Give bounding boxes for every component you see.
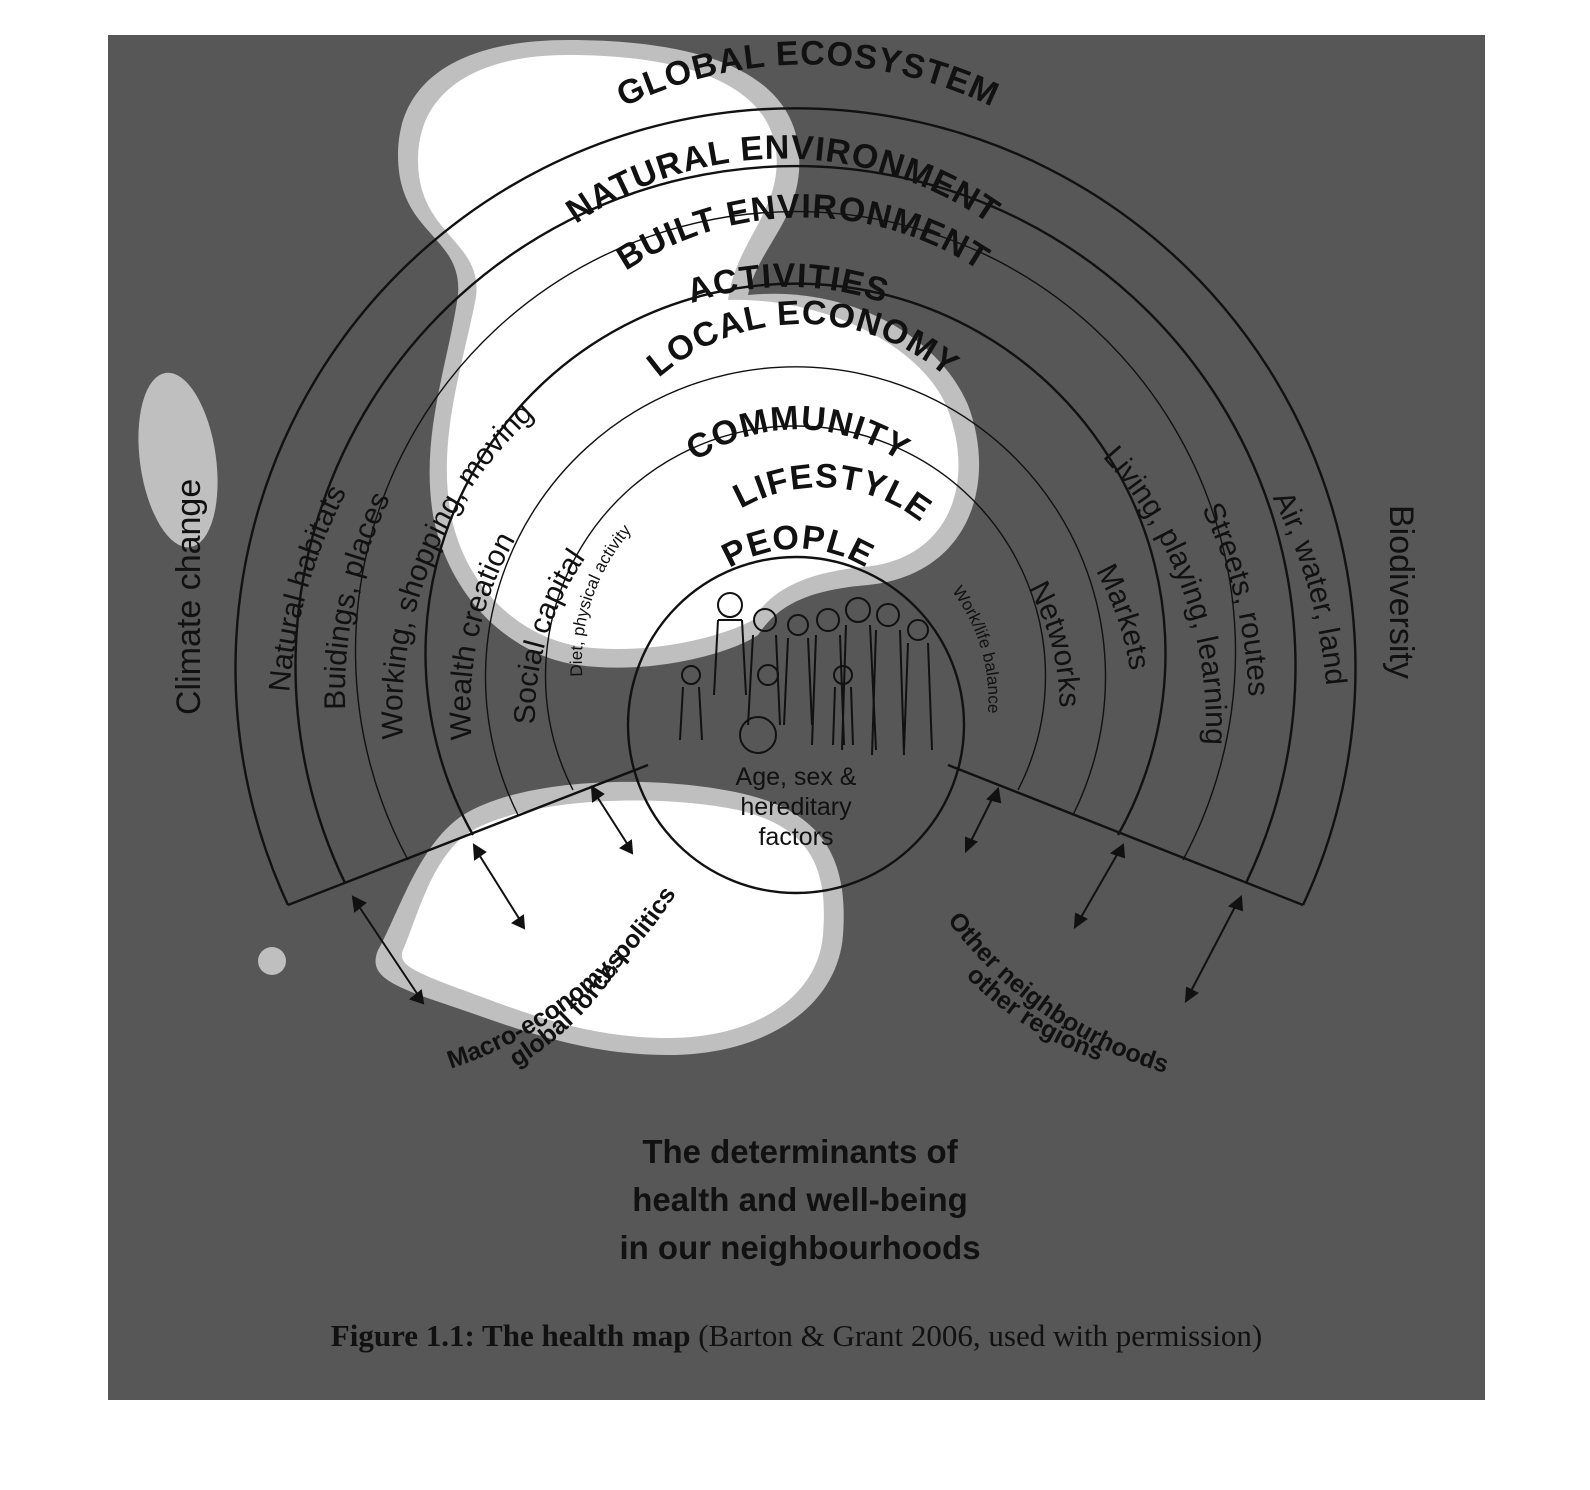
biodiversity-label: Biodiversity — [1382, 505, 1420, 679]
core-line-2: hereditary — [740, 793, 852, 821]
title-line-2: health and well-being — [632, 1181, 968, 1218]
figure-panel: GLOBAL ECOSYSTEM NATURAL ENVIRONMENT BUI… — [108, 35, 1485, 1400]
right-label-community: Networks — [1022, 576, 1086, 708]
diagram-title: The determinants of health and well-bein… — [619, 1133, 980, 1266]
climate-change-label: Climate change — [170, 479, 208, 715]
figure-caption: Figure 1.1: The health map (Barton & Gra… — [108, 1318, 1485, 1354]
title-line-1: The determinants of — [642, 1133, 958, 1170]
health-map-diagram: GLOBAL ECOSYSTEM NATURAL ENVIRONMENT BUI… — [108, 35, 1485, 1315]
halo-dot — [258, 947, 286, 975]
caption-label: Figure 1.1: The health map — [331, 1318, 691, 1353]
caption-source: (Barton & Grant 2006, used with permissi… — [690, 1318, 1262, 1353]
title-line-3: in our neighbourhoods — [619, 1229, 980, 1266]
core-line-1: Age, sex & — [736, 763, 857, 791]
other-neighbourhoods-line-2: other regions — [961, 961, 1107, 1067]
core-line-3: factors — [758, 823, 833, 851]
right-label-natural: Air, water, land — [1266, 486, 1352, 686]
right-label-lifestyle: Work/life balance — [949, 582, 1004, 714]
